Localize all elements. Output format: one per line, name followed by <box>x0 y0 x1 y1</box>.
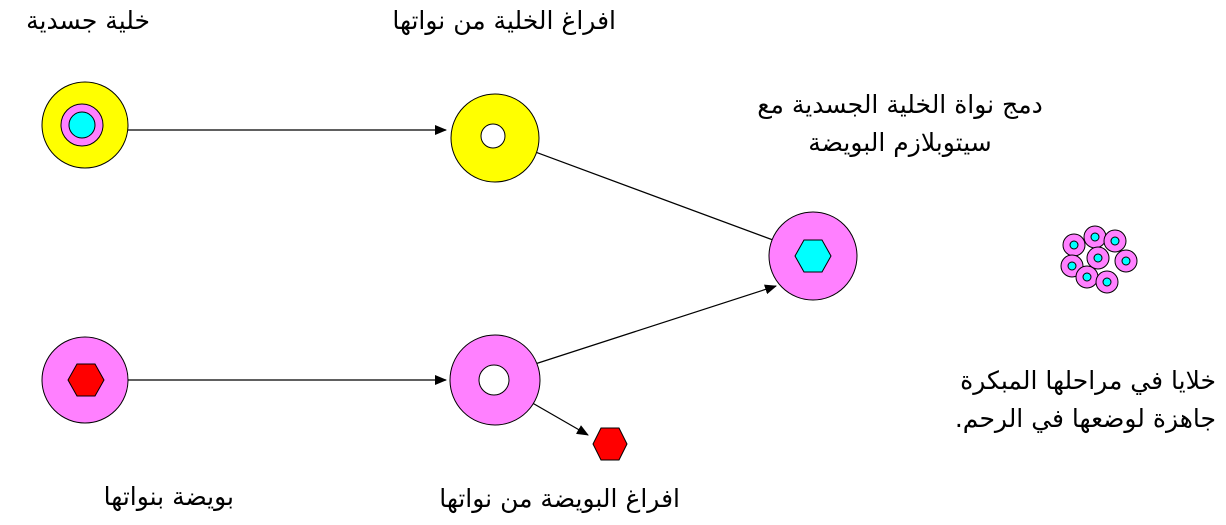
arrow-egg-to-fusion <box>534 284 777 365</box>
egg-with-nucleus <box>41 336 129 424</box>
early-embryo-cluster <box>1060 225 1138 294</box>
label-egg-with-nucleus: بويضة بنواتها <box>103 482 234 511</box>
somatic-cell <box>41 81 129 169</box>
label-fusion-line2: سيتوبلازم البويضة <box>808 128 992 157</box>
arrow-nucleus-to-fusion <box>491 135 801 251</box>
label-somatic-cell: خلية جسدية <box>26 6 150 35</box>
label-enucleate-egg: افراغ البويضة من نواتها <box>439 484 680 513</box>
label-early-cells-line2: جاهزة لوضعها في الرحم. <box>954 404 1216 433</box>
removed-egg-nucleus <box>592 427 628 461</box>
enucleated-egg <box>449 334 541 426</box>
label-fusion-line1: دمج نواة الخلية الجسدية مع <box>757 90 1043 119</box>
fused-cell <box>768 211 858 301</box>
label-early-cells-line1: خلايا في مراحلها المبكرة <box>960 366 1216 395</box>
label-fusion: دمج نواة الخلية الجسدية مع سيتوبلازم الب… <box>740 86 1060 162</box>
label-early-cells: خلايا في مراحلها المبكرة جاهزة لوضعها في… <box>880 362 1216 438</box>
enucleated-somatic-cell <box>450 93 540 183</box>
label-enucleate-cell: افراغ الخلية من نواتها <box>392 6 616 35</box>
